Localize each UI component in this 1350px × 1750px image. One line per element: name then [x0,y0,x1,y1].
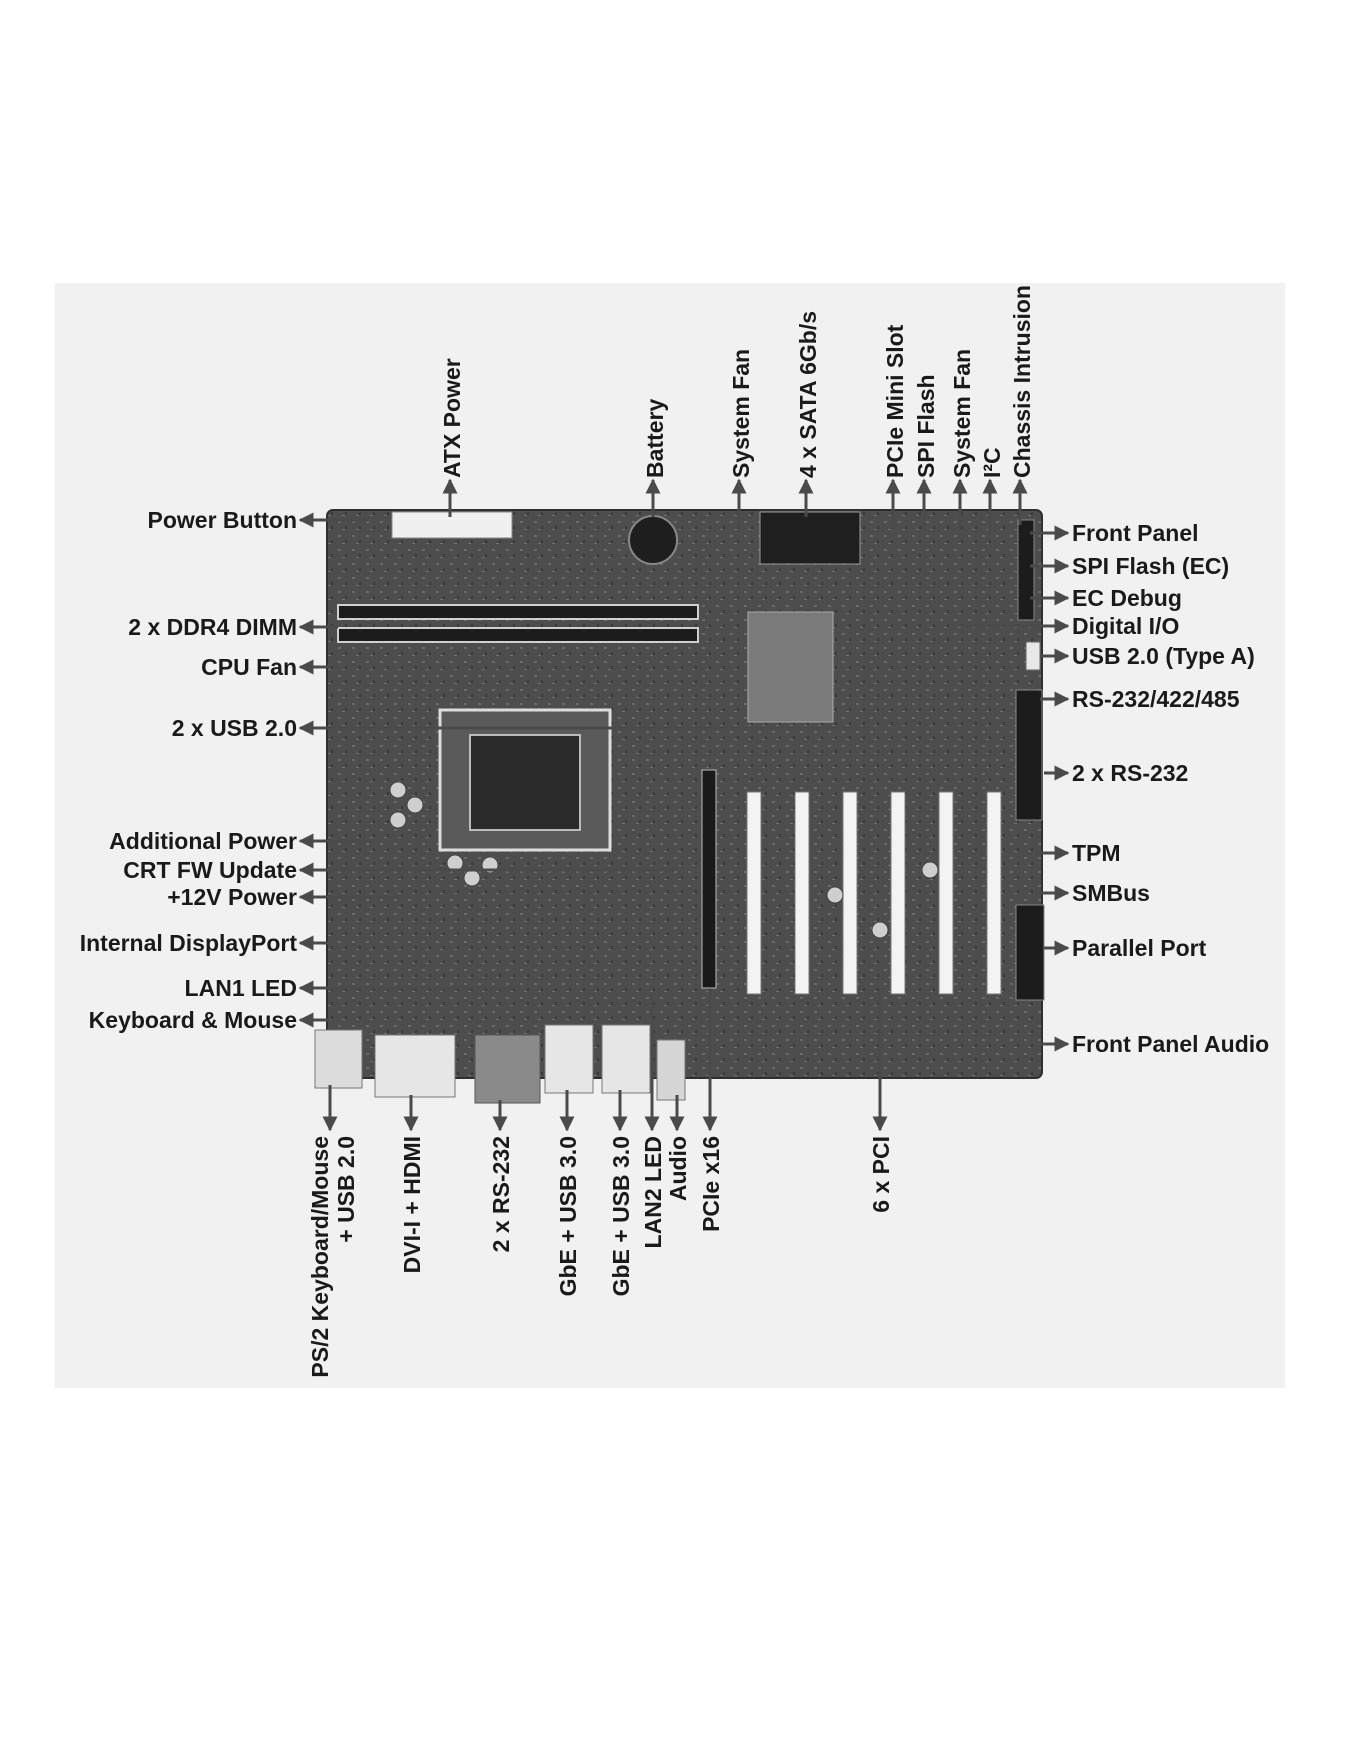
top-labels: ATX Power Battery System Fan 4 x SATA 6G… [439,285,1035,478]
pci-slot [986,791,1002,995]
chipset-heatsink [747,611,834,723]
label-system-fan-2: System Fan [949,349,975,478]
label-ddr4-dimm: 2 x DDR4 DIMM [128,614,297,640]
label-ec-debug: EC Debug [1072,585,1182,611]
label-12v-power: +12V Power [167,884,297,910]
dimm-slot-1 [337,604,699,620]
label-chassis-intrusion: Chassis Intrusion [1009,285,1035,478]
capacitors [389,781,939,939]
ps2-usb-port [314,1029,363,1089]
label-internal-displayport: Internal DisplayPort [80,930,298,956]
label-pci-x6: 6 x PCI [868,1136,894,1213]
label-pcie-mini-slot: PCIe Mini Slot [882,324,908,478]
label-system-fan-1: System Fan [728,349,754,478]
gbe-usb3-port-1 [544,1024,594,1094]
rs232-port [474,1034,541,1104]
pci-slot [842,791,858,995]
label-audio: Audio [665,1136,691,1201]
label-gbe-usb3-2: GbE + USB 3.0 [608,1136,634,1296]
label-sata: 4 x SATA 6Gb/s [795,311,821,478]
pcb-board [326,509,1043,1079]
label-lan1-led: LAN1 LED [185,975,297,1001]
pci-slot [938,791,954,995]
left-labels: Power Button 2 x DDR4 DIMM CPU Fan 2 x U… [80,507,298,1033]
leader-lines [298,478,1070,1132]
label-rs232-x2-right: 2 x RS-232 [1072,760,1188,786]
label-gbe-usb3-1: GbE + USB 3.0 [555,1136,581,1296]
label-front-panel: Front Panel [1072,520,1199,546]
label-dvi-hdmi: DVI-I + HDMI [399,1136,425,1273]
label-power-button: Power Button [148,507,298,533]
usb-type-a-port [1025,641,1041,671]
label-i2c: I²C [979,447,1005,478]
label-spi-flash-ec: SPI Flash (EC) [1072,553,1229,579]
pci-slot [890,791,906,995]
label-keyboard-mouse: Keyboard & Mouse [89,1007,297,1033]
pcie-x16-slot [701,769,717,989]
label-digital-io: Digital I/O [1072,613,1179,639]
label-rs232-x2-bottom: 2 x RS-232 [488,1136,514,1252]
audio-jacks [656,1039,686,1101]
battery-cell [628,515,678,565]
pci-slot [794,791,810,995]
dimm-slot-2 [337,627,699,643]
gbe-usb3-port-2 [601,1024,651,1094]
motherboard [314,509,1045,1104]
label-usb-2-0: 2 x USB 2.0 [172,715,297,741]
label-spi-flash: SPI Flash [913,374,939,478]
label-parallel-port: Parallel Port [1072,935,1207,961]
sata-connectors [759,511,861,565]
label-tpm: TPM [1072,840,1121,866]
pci-slots [746,791,1002,995]
parallel-port-header [1015,904,1045,1001]
label-rs232-422-485: RS-232/422/485 [1072,686,1240,712]
label-front-panel-audio: Front Panel Audio [1072,1031,1269,1057]
dvi-hdmi-port [374,1034,456,1098]
label-smbus: SMBus [1072,880,1150,906]
label-atx-power: ATX Power [439,358,465,478]
cpu-socket [469,734,581,831]
label-crt-fw-update: CRT FW Update [123,857,297,883]
front-panel-header [1017,519,1035,621]
label-additional-power: Additional Power [109,828,297,854]
label-pcie-x16: PCIe x16 [698,1136,724,1232]
pci-slot [746,791,762,995]
label-lan2-led: LAN2 LED [640,1136,666,1248]
atx-power-connector [391,511,513,539]
label-ps2-usb: + USB 2.0 [333,1136,359,1243]
bottom-labels: PS/2 Keyboard/Mouse + USB 2.0 DVI-I + HD… [307,1136,894,1378]
right-labels: Front Panel SPI Flash (EC) EC Debug Digi… [1072,520,1269,1057]
label-cpu-fan: CPU Fan [201,654,297,680]
label-usb-type-a: USB 2.0 (Type A) [1072,643,1255,669]
serial-headers [1015,689,1043,821]
label-battery: Battery [642,399,668,478]
label-ps2-keyboard-mouse: PS/2 Keyboard/Mouse [307,1136,333,1378]
